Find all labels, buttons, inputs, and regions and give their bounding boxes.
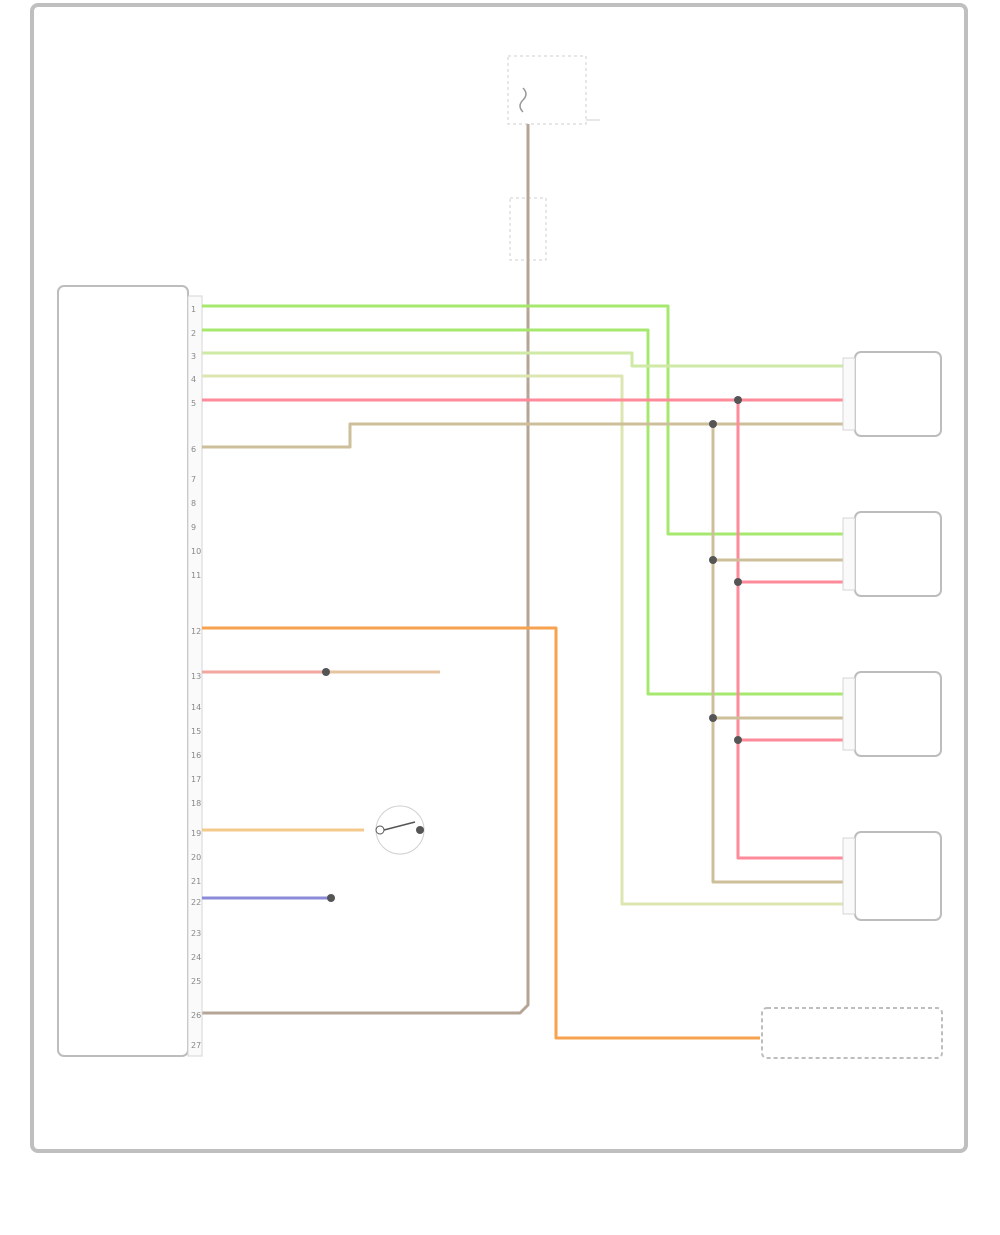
splice	[709, 556, 717, 564]
control-unit-connector	[187, 295, 203, 1057]
connector-pin-numbers: 1 2 3 4 5 6 7 8 9 10 11 12 13 14 15 16 1…	[191, 305, 201, 1050]
svg-text:10: 10	[191, 547, 201, 556]
buzzer-wire	[202, 626, 760, 1040]
svg-text:15: 15	[191, 727, 201, 736]
svg-text:25: 25	[191, 977, 201, 986]
svg-text:13: 13	[191, 672, 201, 681]
svg-text:1: 1	[191, 305, 196, 314]
svg-text:20: 20	[191, 853, 201, 862]
svg-text:3: 3	[191, 352, 196, 361]
sensor-wire-green-2	[202, 328, 850, 696]
svg-text:24: 24	[191, 953, 201, 962]
svg-text:16: 16	[191, 751, 201, 760]
svg-text:11: 11	[191, 571, 201, 580]
svg-text:21: 21	[191, 877, 201, 886]
svg-text:18: 18	[191, 799, 201, 808]
svg-text:8: 8	[191, 499, 196, 508]
svg-text:14: 14	[191, 703, 201, 712]
diagram-frame	[30, 3, 968, 1153]
svg-text:23: 23	[191, 929, 201, 938]
fuse-box-outline	[507, 55, 587, 125]
sensor-right-rear	[842, 671, 942, 757]
sensor-left-front	[842, 351, 942, 437]
sensor-wire-green-3	[202, 351, 850, 368]
svg-text:7: 7	[191, 475, 196, 484]
sensor-left-rear	[842, 831, 942, 921]
svg-text:2: 2	[191, 329, 196, 338]
control-unit-box	[57, 285, 189, 1057]
splice	[734, 736, 742, 744]
sensor-wire-green-4	[202, 374, 850, 906]
switch-contact	[375, 825, 385, 835]
svg-text:12: 12	[191, 627, 201, 636]
svg-text:19: 19	[191, 829, 201, 838]
fuse-symbol	[519, 87, 527, 113]
splice	[709, 420, 717, 428]
sensor-wire-ground	[202, 422, 850, 449]
splice	[734, 396, 742, 404]
svg-text:9: 9	[191, 523, 196, 532]
instrument-cluster	[761, 1007, 943, 1059]
sensor-red-trunk	[736, 400, 850, 860]
connector-dot	[322, 668, 330, 676]
sensor-right-center	[842, 511, 942, 597]
sensor-ground-trunk	[711, 424, 850, 884]
power-feed-wire	[200, 124, 530, 1015]
svg-text:22: 22	[191, 898, 201, 907]
svg-text:5: 5	[191, 399, 196, 408]
switch-lever	[383, 821, 416, 831]
svg-text:17: 17	[191, 775, 201, 784]
switch-contact	[416, 826, 424, 834]
splice	[734, 578, 742, 586]
svg-text:27: 27	[191, 1041, 201, 1050]
svg-text:6: 6	[191, 445, 196, 454]
svg-text:26: 26	[191, 1011, 201, 1020]
splice	[709, 714, 717, 722]
svg-text:4: 4	[191, 375, 196, 384]
connector-dot	[327, 894, 335, 902]
sensor-wire-green-1	[202, 304, 850, 536]
